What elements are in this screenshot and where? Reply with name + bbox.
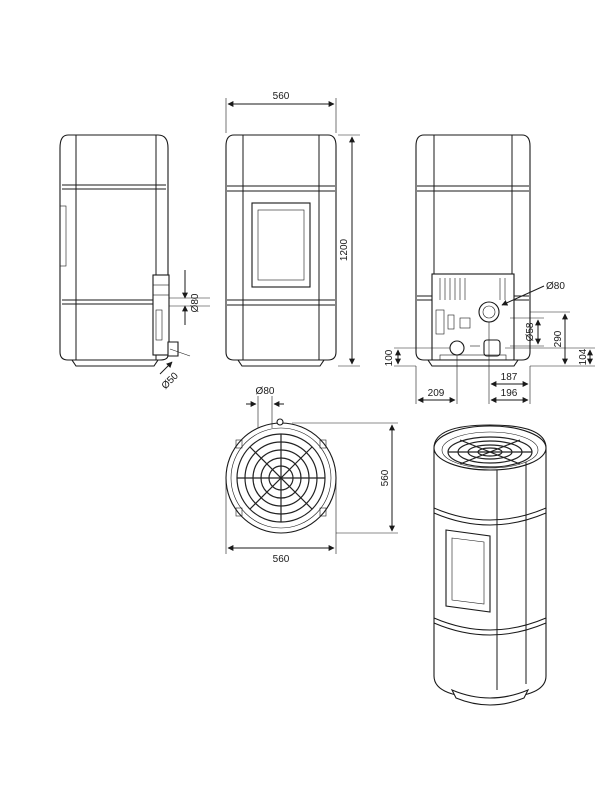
rear-view: Ø80 Ø58 290 104 100 187 209 196 <box>384 134 595 404</box>
side-view: Ø80 Ø50 <box>59 134 210 392</box>
rear-flue-outlet <box>478 301 500 323</box>
fire-door <box>251 202 311 288</box>
perspective-view <box>433 424 547 706</box>
front-view: 560 1200 <box>225 91 360 367</box>
side-air-label: Ø50 <box>160 370 181 391</box>
perspective-door <box>445 529 491 613</box>
side-air-pipe <box>167 341 179 357</box>
top-flue-label: Ø80 <box>256 386 275 397</box>
top-view: Ø80 560 560 <box>225 386 398 565</box>
rear-290-label: 290 <box>553 330 564 347</box>
rear-104-label: 104 <box>578 348 589 365</box>
rear-100-label: 100 <box>384 349 395 366</box>
rear-209-label: 209 <box>428 388 445 399</box>
front-width-label: 560 <box>273 91 290 102</box>
rear-air-diameter-label: Ø58 <box>525 322 536 341</box>
side-rear-panel <box>152 274 170 356</box>
height-label: 1200 <box>339 238 350 261</box>
side-flue-label: Ø80 <box>190 293 201 312</box>
top-depth-label: 560 <box>380 469 391 486</box>
rear-flue-label: Ø80 <box>546 281 565 292</box>
rear-196-label: 196 <box>501 388 518 399</box>
top-width-label: 560 <box>273 554 290 565</box>
rear-187-label: 187 <box>501 372 518 383</box>
rear-air-inlet <box>449 340 465 356</box>
top-flue-outlet <box>276 418 284 426</box>
